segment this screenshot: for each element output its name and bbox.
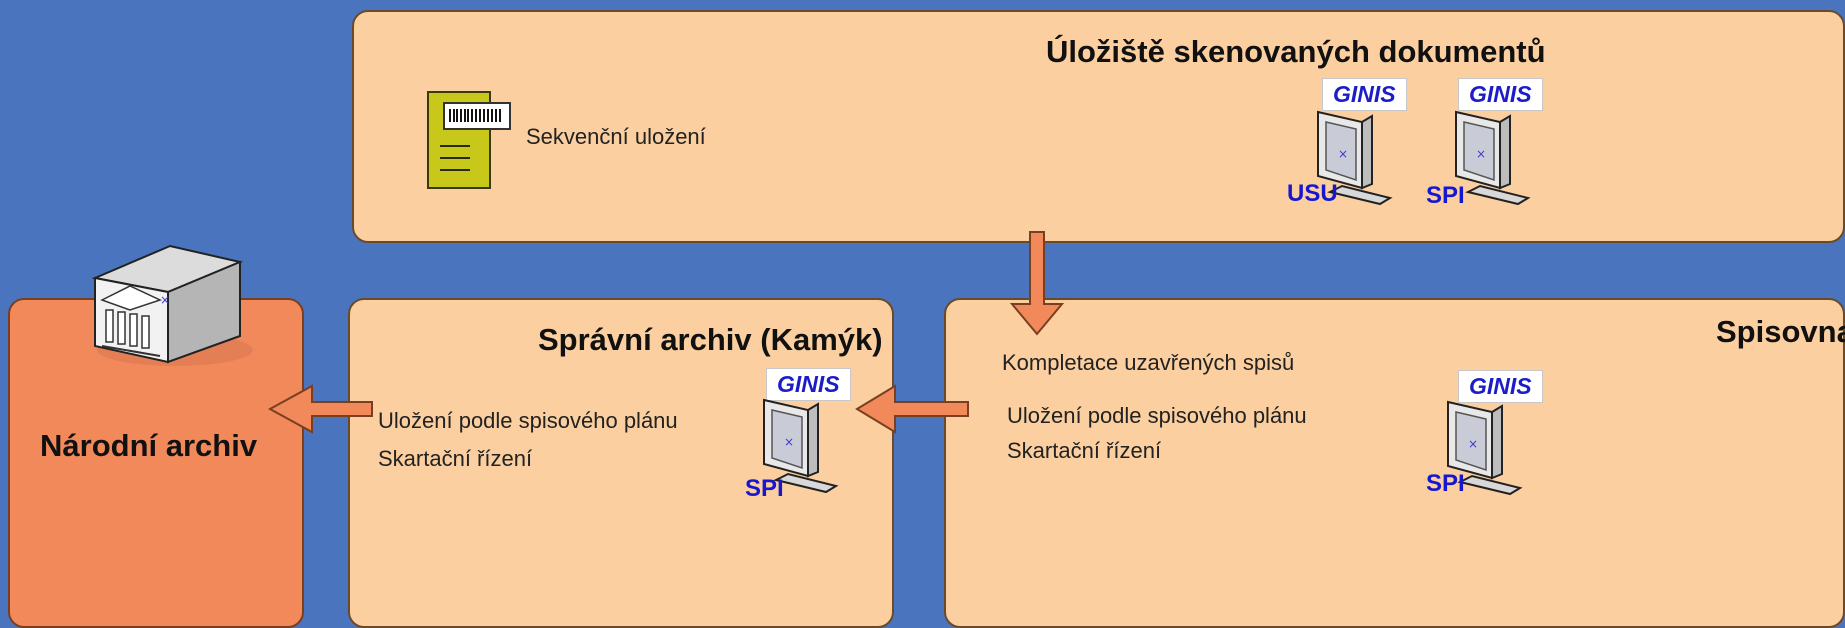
spisovna-line-1: Kompletace uzavřených spisů xyxy=(1002,350,1295,375)
workstation-icon-spi-spisovna: × xyxy=(1447,400,1523,496)
narodni-archiv-title: Národní archiv xyxy=(40,428,258,463)
spravni-archiv-title: Správní archiv (Kamýk) xyxy=(538,322,883,357)
workstation-label-spi-spravni: SPI xyxy=(745,475,784,502)
ginis-badge-spi-spravni: GINIS xyxy=(766,368,851,401)
spravni-line-1: Uložení podle spisového plánu xyxy=(378,408,678,433)
ginis-badge-spi-spisovna: GINIS xyxy=(1458,370,1543,403)
storage-title: Úložiště skenovaných dokumentů xyxy=(1046,34,1546,69)
spravni-line-2: Skartační řízení xyxy=(378,446,533,471)
svg-text:×: × xyxy=(1468,437,1478,451)
workstation-icon-spi-spravni: × xyxy=(763,398,839,494)
spisovna-line-3: Skartační řízení xyxy=(1007,438,1162,463)
workstation-icon-spi-storage: × xyxy=(1455,110,1531,206)
workstation-label-spi-storage: SPI xyxy=(1426,182,1465,209)
spisovna-line-2: Uložení podle spisového plánu xyxy=(1007,403,1307,428)
workstation-icon-usu: × xyxy=(1317,110,1393,206)
sequential-storage-label: Sekvenční uložení xyxy=(526,124,706,149)
svg-text:×: × xyxy=(784,435,794,449)
storage-box xyxy=(352,10,1845,243)
svg-text:×: × xyxy=(1476,147,1486,161)
ginis-badge-spi-storage: GINIS xyxy=(1458,78,1543,111)
svg-text:×: × xyxy=(1338,147,1348,161)
spisovna-title: Spisovna xyxy=(1716,314,1845,349)
ginis-badge-usu: GINIS xyxy=(1322,78,1407,111)
workstation-label-usu: USU xyxy=(1287,180,1338,207)
workstation-label-spi-spisovna: SPI xyxy=(1426,470,1465,497)
spisovna-box xyxy=(944,298,1845,628)
